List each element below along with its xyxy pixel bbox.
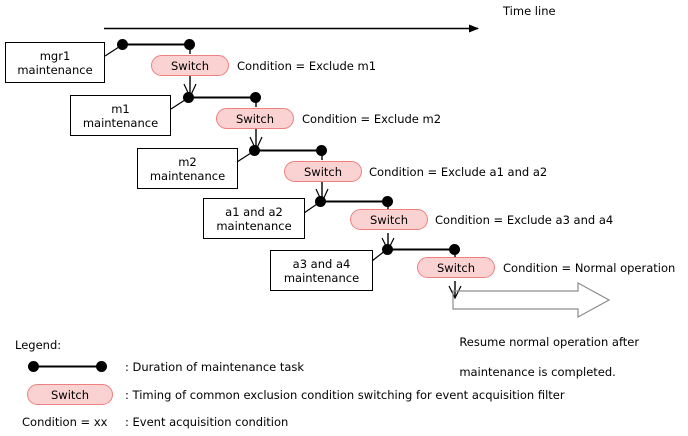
duration-end-dot-3 [316, 145, 327, 156]
duration-start-dot-2 [183, 92, 194, 103]
resume-note: Resume normal operation after maintenanc… [452, 320, 639, 380]
timeline-label: Time line [503, 4, 556, 18]
maintenance-box-line1: a3 and a4 [292, 256, 351, 271]
resume-note-line2: maintenance is completed. [459, 365, 616, 379]
switch-pill-5[interactable]: Switch [417, 257, 495, 278]
duration-end-dot-4 [382, 196, 393, 207]
duration-start-dot-5 [382, 244, 393, 255]
legend-duration-end-dot [96, 361, 107, 372]
maintenance-box-m2: m2 maintenance [137, 148, 238, 189]
maintenance-box-line1: m1 [111, 101, 130, 116]
legend-switch-pill: Switch [27, 384, 113, 405]
duration-end-dot-2 [250, 92, 261, 103]
maintenance-box-line2: maintenance [149, 168, 226, 183]
duration-start-dot-1 [117, 39, 128, 50]
switch-pill-4[interactable]: Switch [350, 209, 428, 230]
maintenance-box-line2: maintenance [82, 115, 159, 130]
duration-end-dot-1 [184, 39, 195, 50]
resume-note-line1: Resume normal operation after [459, 335, 640, 349]
legend-duration-text: : Duration of maintenance task [125, 360, 305, 374]
maintenance-box-line2: maintenance [17, 62, 93, 77]
maintenance-box-mgr1: mgr1 maintenance [5, 42, 105, 83]
duration-start-dot-4 [315, 196, 326, 207]
maintenance-box-a1a2: a1 and a2 maintenance [203, 198, 305, 239]
legend-condition-text: : Event acquisition condition [125, 415, 289, 429]
switch-pill-1[interactable]: Switch [151, 55, 229, 76]
legend-condition-sample: Condition = xx [22, 415, 108, 429]
condition-label-5: Condition = Normal operation [503, 261, 676, 275]
switch-pill-2[interactable]: Switch [216, 108, 294, 129]
condition-label-4: Condition = Exclude a3 and a4 [435, 213, 614, 227]
maintenance-box-line1: m2 [178, 154, 197, 169]
maintenance-box-line1: a1 and a2 [225, 204, 283, 219]
legend-switch-text: : Timing of common exclusion condition s… [125, 388, 565, 402]
condition-label-1: Condition = Exclude m1 [237, 59, 377, 73]
legend-title: Legend: [15, 338, 62, 352]
maintenance-box-line2: maintenance [283, 270, 360, 285]
switch-pill-3[interactable]: Switch [284, 161, 362, 182]
maintenance-box-a3a4: a3 and a4 maintenance [270, 250, 373, 291]
resume-block-arrow [452, 281, 611, 319]
legend-duration-start-dot [28, 361, 39, 372]
maintenance-box-line1: mgr1 [39, 48, 71, 63]
duration-start-dot-3 [249, 145, 260, 156]
maintenance-box-line2: maintenance [216, 218, 292, 233]
maintenance-box-m1: m1 maintenance [70, 95, 171, 136]
duration-end-dot-5 [449, 244, 460, 255]
condition-label-2: Condition = Exclude m2 [302, 112, 442, 126]
condition-label-3: Condition = Exclude a1 and a2 [369, 165, 548, 179]
